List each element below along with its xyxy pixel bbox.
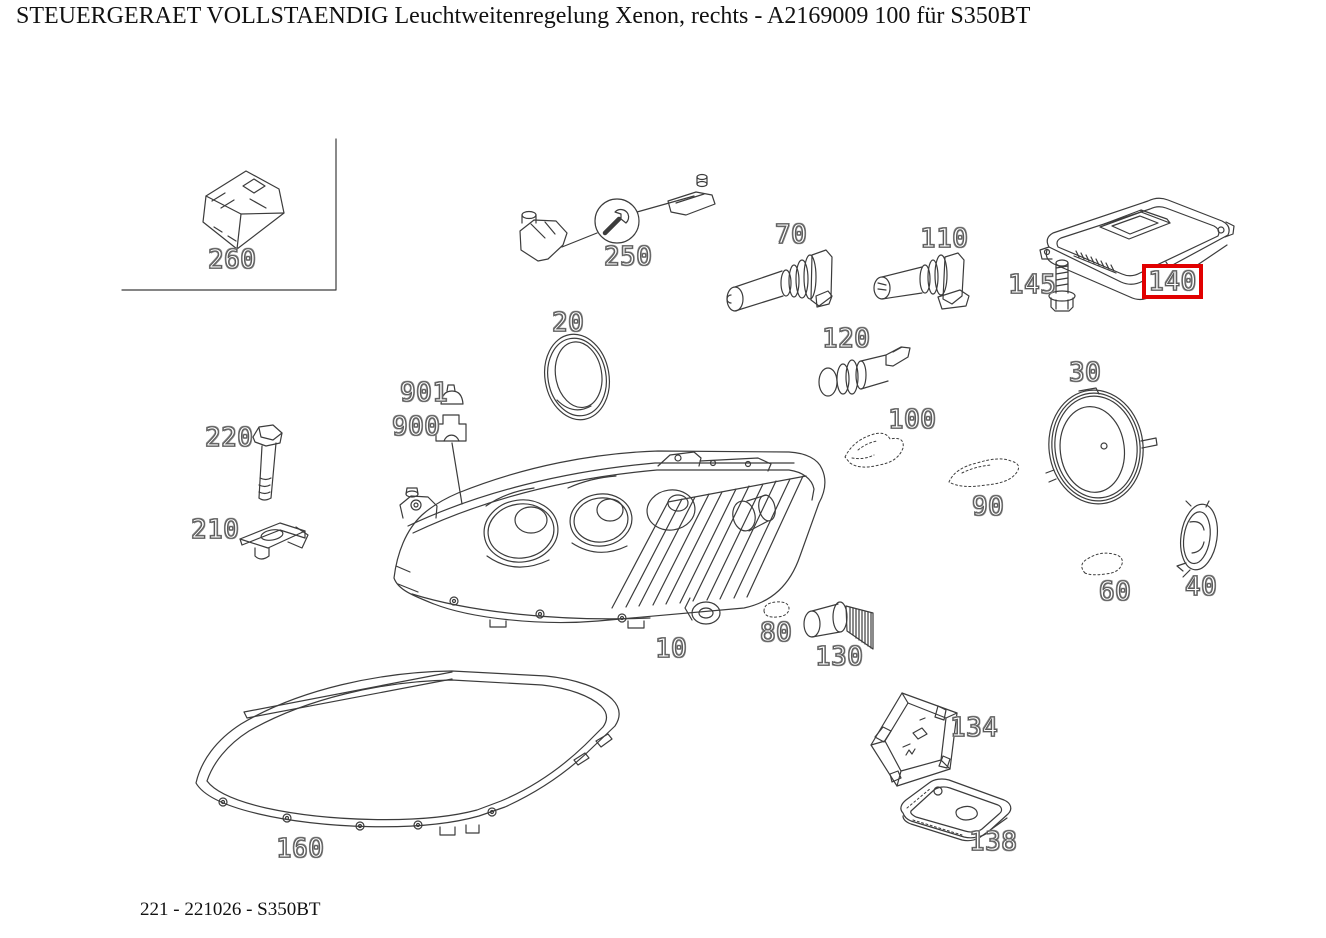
frame-bracket-260 (121, 138, 337, 291)
part-138-drawing (900, 778, 1012, 842)
part-70-drawing (726, 249, 833, 312)
part-900-drawing (435, 414, 467, 505)
part-100-drawing (844, 432, 904, 468)
part-120-drawing (818, 346, 911, 397)
highlight-box-140: 140 (1142, 264, 1203, 299)
callout-60[interactable]: 60 (1098, 577, 1132, 607)
callout-10[interactable]: 10 (654, 634, 688, 664)
part-160-drawing (195, 670, 620, 836)
part-40-drawing (1176, 500, 1219, 578)
callout-80[interactable]: 80 (759, 618, 793, 648)
part-145-drawing (1048, 259, 1076, 312)
part-130-drawing (803, 601, 874, 650)
part-140-drawing (1039, 197, 1235, 301)
callout-220[interactable]: 220 (204, 423, 254, 453)
part-90-drawing (948, 458, 1019, 487)
callout-100[interactable]: 100 (887, 405, 937, 435)
callout-110[interactable]: 110 (919, 224, 969, 254)
callout-30[interactable]: 30 (1068, 358, 1102, 388)
part-110-drawing (873, 252, 970, 310)
part-60-drawing (1081, 552, 1123, 576)
part-250-drawing (519, 173, 716, 262)
callout-70[interactable]: 70 (774, 220, 808, 250)
part-20-drawing (544, 333, 610, 421)
callout-20[interactable]: 20 (551, 308, 585, 338)
callout-260[interactable]: 260 (207, 245, 257, 275)
callout-145[interactable]: 145 (1007, 270, 1057, 300)
callout-140[interactable]: 140 (1148, 266, 1197, 297)
callout-138[interactable]: 138 (968, 827, 1018, 857)
callout-900[interactable]: 900 (391, 412, 441, 442)
part-30-drawing (1045, 387, 1158, 505)
footer-reference: 221 - 221026 - S350BT (140, 899, 321, 920)
callout-134[interactable]: 134 (949, 713, 999, 743)
part-10-drawing (393, 450, 826, 629)
part-260-drawing (202, 170, 285, 250)
callout-160[interactable]: 160 (275, 834, 325, 864)
part-134-drawing (870, 692, 958, 787)
callout-90[interactable]: 90 (971, 492, 1005, 522)
part-901-drawing (440, 384, 464, 405)
callout-130[interactable]: 130 (814, 642, 864, 672)
callout-40[interactable]: 40 (1184, 572, 1218, 602)
callout-901[interactable]: 901 (399, 378, 449, 408)
callout-120[interactable]: 120 (821, 324, 871, 354)
callout-250[interactable]: 250 (603, 242, 653, 272)
page-title: STEUERGERAET VOLLSTAENDIG Leuchtweitenre… (16, 3, 1031, 29)
callout-210[interactable]: 210 (190, 515, 240, 545)
part-80-drawing (763, 601, 790, 618)
